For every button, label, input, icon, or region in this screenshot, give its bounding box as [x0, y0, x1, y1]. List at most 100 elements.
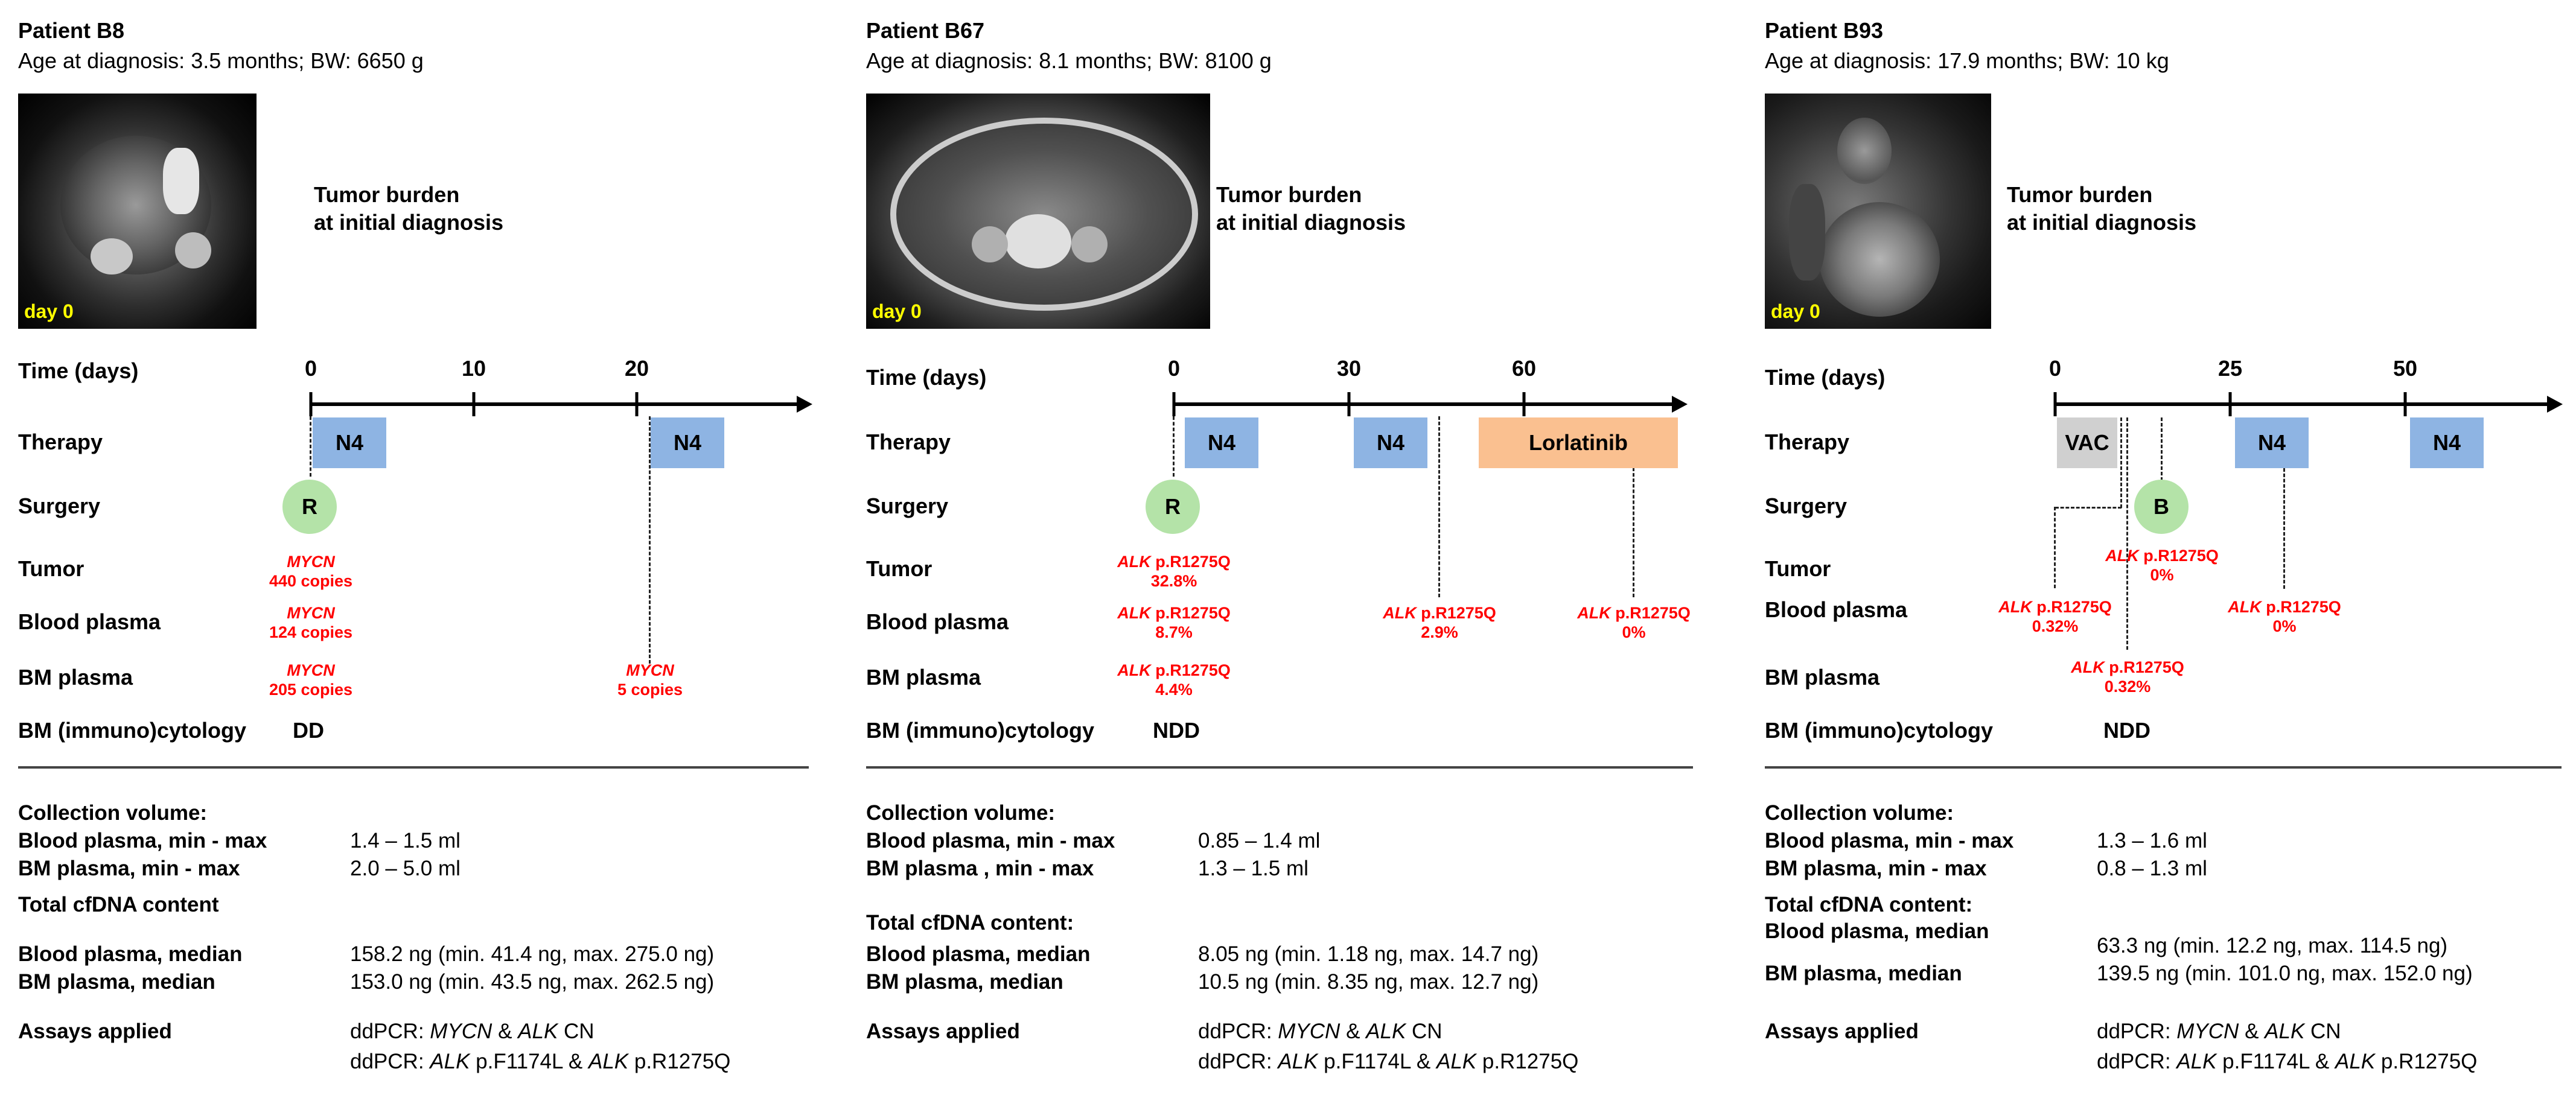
timepoint-line — [1173, 416, 1175, 477]
blood-volume-label: Blood plasma, min - max — [866, 829, 1115, 852]
collection-heading: Collection volume: — [1765, 801, 1954, 825]
row-label-tumor: Tumor — [1765, 556, 1831, 581]
row-label-bm-plasma: BM plasma — [1765, 665, 1880, 690]
patient-title: Patient B8 — [18, 18, 125, 43]
timepoint-connector — [2055, 507, 2122, 509]
row-label-tumor: Tumor — [18, 556, 84, 581]
row-label-bm-cytology: BM (immuno)cytology — [1765, 718, 1993, 743]
bm-cfdna-value: 10.5 ng (min. 8.35 ng, max. 12.7 ng) — [1198, 970, 1539, 994]
surgery-marker: R — [282, 480, 337, 534]
day-label: day 0 — [1771, 300, 1820, 322]
therapy-block: N4 — [2235, 417, 2309, 468]
row-label-surgery: Surgery — [866, 493, 949, 518]
mri-image: day 0 — [866, 94, 1210, 329]
surgery-marker: R — [1146, 480, 1200, 534]
blood-cfdna-label: Blood plasma, median — [18, 942, 243, 966]
day-label: day 0 — [872, 300, 922, 322]
bm-volume-value: 0.8 – 1.3 ml — [2097, 857, 2207, 880]
bm-volume-value: 1.3 – 1.5 ml — [1198, 857, 1309, 880]
assays-label: Assays applied — [1765, 1020, 1919, 1043]
timepoint-line — [649, 416, 651, 664]
row-label-blood-plasma: Blood plasma — [18, 609, 161, 634]
blood-volume-label: Blood plasma, min - max — [1765, 829, 2014, 852]
timepoint-line — [2120, 417, 2122, 508]
timepoint-line — [2283, 468, 2285, 589]
blood-volume-value: 0.85 – 1.4 ml — [1198, 829, 1321, 852]
timepoint-line — [1438, 416, 1440, 597]
panel-patient-b8: Patient B8 Age at diagnosis: 3.5 months;… — [0, 0, 833, 1098]
bm-volume-label: BM plasma, min - max — [1765, 857, 1987, 880]
panel-patient-b93: Patient B93 Age at diagnosis: 17.9 month… — [1762, 0, 2576, 1098]
assays-label: Assays applied — [18, 1020, 172, 1043]
timepoint-line — [2161, 417, 2163, 481]
timepoint-line — [2054, 507, 2056, 588]
tick-label: 0 — [304, 356, 317, 381]
blood-volume-label: Blood plasma, min - max — [18, 829, 267, 852]
patient-subtitle: Age at diagnosis: 17.9 months; BW: 10 kg — [1765, 48, 2169, 73]
row-label-bm-cytology: BM (immuno)cytology — [866, 718, 1094, 743]
bm-cfdna-value: 139.5 ng (min. 101.0 ng, max. 152.0 ng) — [2097, 962, 2473, 985]
divider — [1765, 766, 2562, 769]
tick-label: 20 — [624, 356, 649, 381]
panel-patient-b67: Patient B67 Age at diagnosis: 8.1 months… — [863, 0, 1708, 1098]
day-label: day 0 — [24, 300, 74, 322]
blood-cfdna-value: 63.3 ng (min. 12.2 ng, max. 114.5 ng) — [2097, 934, 2448, 957]
row-label-surgery: Surgery — [18, 493, 101, 518]
blood-cfdna-label: Blood plasma, median — [866, 942, 1091, 966]
collection-heading: Collection volume: — [18, 801, 208, 825]
bm-volume-value: 2.0 – 5.0 ml — [350, 857, 461, 880]
row-label-bm-plasma: BM plasma — [18, 665, 133, 690]
patient-subtitle: Age at diagnosis: 8.1 months; BW: 8100 g — [866, 48, 1272, 73]
cytology-result: DD — [293, 718, 324, 743]
tick-label: 30 — [1336, 356, 1362, 381]
tick-label: 25 — [2217, 356, 2243, 381]
blood-cfdna-value: 158.2 ng (min. 41.4 ng, max. 275.0 ng) — [350, 942, 715, 966]
bm-volume-label: BM plasma, min - max — [18, 857, 240, 880]
assay-line: ddPCR: MYCN & ALK CN — [1198, 1020, 1443, 1043]
assays-label: Assays applied — [866, 1020, 1020, 1043]
row-label-tumor: Tumor — [866, 556, 933, 581]
tick-label: 0 — [1167, 356, 1181, 381]
cfdna-heading: Total cfDNA content: — [1765, 893, 1973, 916]
timepoint-line — [2126, 417, 2128, 650]
surgery-marker: B — [2134, 480, 2189, 534]
cfdna-heading: Total cfDNA content — [18, 893, 219, 916]
tick-label: 10 — [461, 356, 486, 381]
row-label-blood-plasma: Blood plasma — [866, 609, 1009, 634]
row-label-time: Time (days) — [866, 365, 987, 390]
tick-label: 50 — [2393, 356, 2418, 381]
assay-line: ddPCR: ALK p.F1174L & ALK p.R1275Q — [1198, 1050, 1579, 1073]
row-label-bm-plasma: BM plasma — [866, 665, 981, 690]
assay-line: ddPCR: MYCN & ALK CN — [2097, 1020, 2341, 1043]
time-axis — [309, 392, 812, 416]
therapy-block: Lorlatinib — [1479, 417, 1678, 468]
assay-line: ddPCR: ALK p.F1174L & ALK p.R1275Q — [2097, 1050, 2478, 1073]
bm-cfdna-label: BM plasma, median — [866, 970, 1063, 994]
therapy-block: VAC — [2057, 417, 2117, 468]
row-label-time: Time (days) — [1765, 365, 1886, 390]
mri-image: day 0 — [1765, 94, 1991, 329]
blood-volume-value: 1.4 – 1.5 ml — [350, 829, 461, 852]
collection-heading: Collection volume: — [866, 801, 1056, 825]
therapy-block: N4 — [313, 417, 386, 468]
assay-line: ddPCR: MYCN & ALK CN — [350, 1020, 595, 1043]
bm-cfdna-label: BM plasma, median — [1765, 962, 1962, 985]
tick-label: 60 — [1511, 356, 1537, 381]
row-label-blood-plasma: Blood plasma — [1765, 597, 1908, 622]
